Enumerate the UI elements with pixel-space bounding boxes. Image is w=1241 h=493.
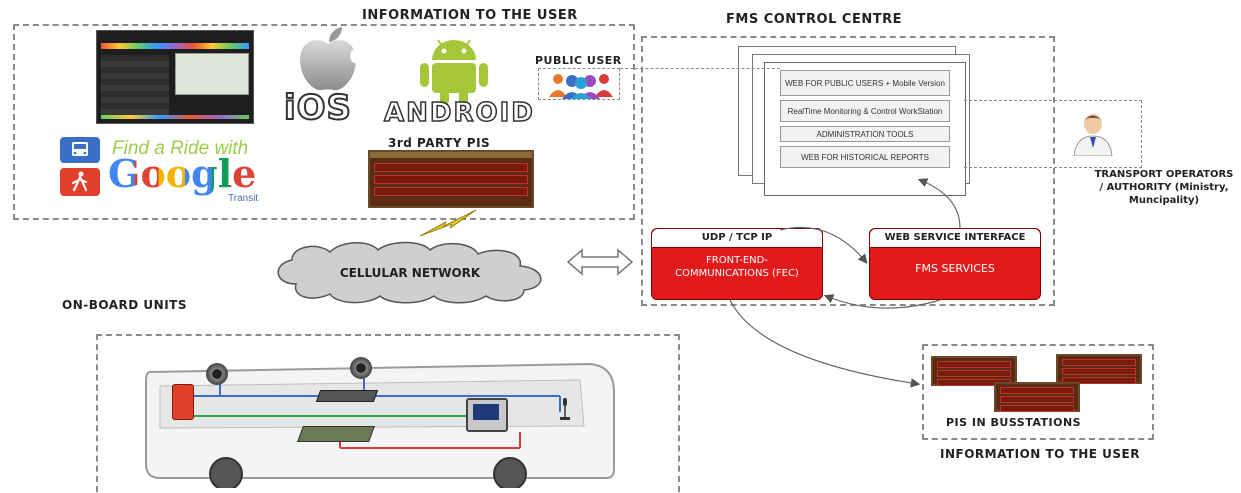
third-party-pis-board <box>368 150 534 208</box>
transit-label: Transit <box>228 193 259 204</box>
fec-to-bus-stations-arrow <box>729 299 921 388</box>
app-list <box>101 55 169 117</box>
operator-person-icon <box>1068 112 1118 157</box>
pis-row <box>1062 368 1136 375</box>
web-public-users-panel: WEB FOR PUBLIC USERS + Mobile Version <box>780 70 950 96</box>
app-footer <box>101 115 249 119</box>
driver-console-screen <box>473 404 499 420</box>
google-wordmark: Google <box>108 154 256 194</box>
pis-board-header <box>370 152 532 158</box>
services-to-fec-arrow <box>823 294 941 309</box>
walk-icon <box>60 168 100 196</box>
fec-label: FRONT-END-COMMUNICATIONS (FEC) <box>675 255 799 279</box>
realtime-monitoring-label: RealTime Monitoring & Control WorkStatio… <box>787 106 943 116</box>
fms-services-box: WEB SERVICE INTERFACE FMS SERVICES <box>869 228 1041 300</box>
apple-icon <box>282 26 374 92</box>
android-robot-icon <box>408 34 500 106</box>
fms-control-centre-title: FMS CONTROL CENTRE <box>726 12 902 27</box>
ticket-validator-device <box>172 384 194 420</box>
fec-box: UDP / TCP IP FRONT-END-COMMUNICATIONS (F… <box>651 228 823 300</box>
speaker-right-icon <box>350 357 372 379</box>
web-service-interface-label: WEB SERVICE INTERFACE <box>870 229 1040 248</box>
web-public-users-label: WEB FOR PUBLIC USERS + Mobile Version <box>785 78 945 88</box>
pis-row <box>1062 377 1136 384</box>
services-to-web-arrow <box>917 178 961 229</box>
on-board-units-title: ON-BOARD UNITS <box>62 298 187 312</box>
info-to-user-top-title: INFORMATION TO THE USER <box>362 8 578 23</box>
historical-reports-panel: WEB FOR HISTORICAL REPORTS <box>780 146 950 168</box>
administration-tools-label: ADMINISTRATION TOOLS <box>816 129 914 139</box>
users-group-icon <box>546 71 616 99</box>
pis-row <box>1000 396 1074 403</box>
pis-row <box>937 361 1011 368</box>
public-user-label: PUBLIC USER <box>535 54 622 67</box>
driver-console-device <box>466 398 508 432</box>
web-app-screenshot <box>96 30 254 124</box>
pis-row <box>374 175 528 184</box>
pis-row <box>374 163 528 172</box>
realtime-monitoring-panel: RealTime Monitoring & Control WorkStatio… <box>780 100 950 122</box>
bus-station-sign <box>931 356 1017 386</box>
bus-stations-box <box>922 344 1154 440</box>
bus-station-sign <box>1056 354 1142 384</box>
bidirectional-arrow-icon <box>566 248 634 276</box>
bus-station-sign <box>994 382 1080 412</box>
transport-operators-label: TRANSPORT OPERATORS / AUTHORITY (Ministr… <box>1094 169 1234 206</box>
pis-row <box>1000 387 1074 394</box>
wireless-bolt-icon <box>418 208 478 238</box>
on-board-units-box <box>96 334 680 492</box>
microphone-icon <box>560 398 570 420</box>
fec-to-services-arrow <box>779 226 868 264</box>
app-toolbar <box>101 43 249 49</box>
find-a-ride-text: Find a Ride with <box>112 138 249 159</box>
google-label: Google <box>108 151 257 196</box>
public-user-box <box>538 68 620 100</box>
map-thumbnail <box>175 53 249 95</box>
info-to-user-bottom-title: INFORMATION TO THE USER <box>939 447 1140 461</box>
user-info-group <box>13 24 635 220</box>
cellular-network-cloud <box>266 238 556 306</box>
cellular-network-label: CELLULAR NETWORK <box>339 266 481 280</box>
pis-row <box>1062 359 1136 366</box>
fms-services-label: FMS SERVICES <box>915 262 995 275</box>
pis-row <box>937 370 1011 377</box>
administration-tools-panel: ADMINISTRATION TOOLS <box>780 126 950 142</box>
bus-icon <box>60 137 100 163</box>
fec-protocol-label: UDP / TCP IP <box>652 229 822 248</box>
third-party-pis-label: 3rd PARTY PIS <box>388 136 491 150</box>
public-user-dashed-link <box>620 68 780 69</box>
fms-control-centre-box <box>641 36 1055 306</box>
ios-label: iOS <box>283 87 353 129</box>
historical-reports-label: WEB FOR HISTORICAL REPORTS <box>801 152 929 162</box>
pis-in-bus-stations-label: PIS IN BUSSTATIONS <box>946 416 1082 429</box>
speaker-left-icon <box>206 363 228 385</box>
operators-dashed-link <box>964 100 1142 168</box>
pis-row <box>1000 405 1074 412</box>
pis-row <box>374 187 528 196</box>
android-label: ANDROID <box>383 97 535 129</box>
